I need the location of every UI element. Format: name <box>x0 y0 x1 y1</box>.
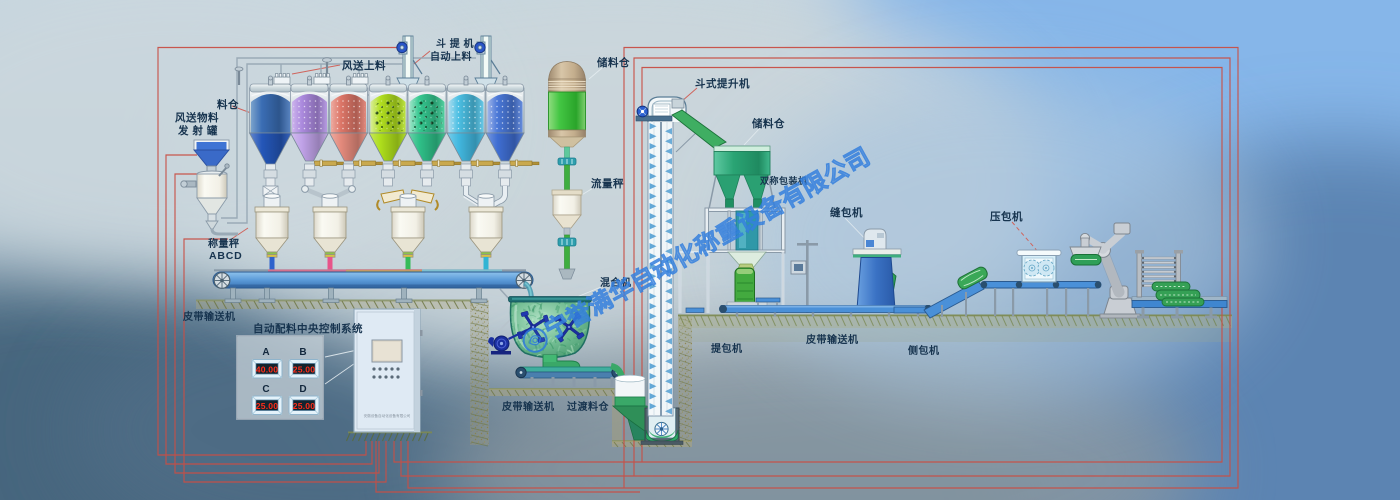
svg-text:斗式提升机: 斗式提升机 <box>695 77 750 90</box>
svg-text:过渡料仓: 过渡料仓 <box>567 400 609 413</box>
svg-text:缝包机: 缝包机 <box>830 206 863 219</box>
svg-text:风送上料: 风送上料 <box>342 59 386 72</box>
svg-text:皮带输送机: 皮带输送机 <box>501 400 555 413</box>
svg-text:双称包装机: 双称包装机 <box>760 175 808 186</box>
svg-text:ABCD: ABCD <box>209 250 243 262</box>
svg-text:A: A <box>262 347 269 358</box>
svg-text:侧包机: 侧包机 <box>908 344 940 357</box>
svg-text:40.00: 40.00 <box>256 364 279 374</box>
svg-text:皮带输送机: 皮带输送机 <box>182 310 236 323</box>
svg-text:自动上料: 自动上料 <box>430 50 472 63</box>
svg-text:25.00: 25.00 <box>293 364 316 374</box>
svg-text:储料仓: 储料仓 <box>597 56 630 69</box>
svg-text:斗 提 机: 斗 提 机 <box>436 37 474 50</box>
svg-text:料仓: 料仓 <box>217 98 239 111</box>
svg-text:压包机: 压包机 <box>990 210 1023 223</box>
svg-text:C: C <box>262 384 269 395</box>
svg-text:发 射 罐: 发 射 罐 <box>177 124 218 137</box>
svg-text:流量秤: 流量秤 <box>591 177 624 190</box>
svg-text:皮带输送机: 皮带输送机 <box>805 333 859 346</box>
svg-text:安徽设备自动化设备有限公司: 安徽设备自动化设备有限公司 <box>364 413 411 418</box>
svg-text:混合机: 混合机 <box>600 276 632 289</box>
svg-text:自动配料中央控制系统: 自动配料中央控制系统 <box>253 322 363 335</box>
svg-text:风送物料: 风送物料 <box>175 111 219 124</box>
svg-text:储料仓: 储料仓 <box>752 117 785 130</box>
svg-text:D: D <box>299 384 306 395</box>
svg-text:25.00: 25.00 <box>293 401 316 411</box>
svg-text:B: B <box>299 347 306 358</box>
svg-text:称量秤: 称量秤 <box>208 237 240 250</box>
svg-text:提包机: 提包机 <box>711 342 743 355</box>
svg-text:25.00: 25.00 <box>256 401 279 411</box>
